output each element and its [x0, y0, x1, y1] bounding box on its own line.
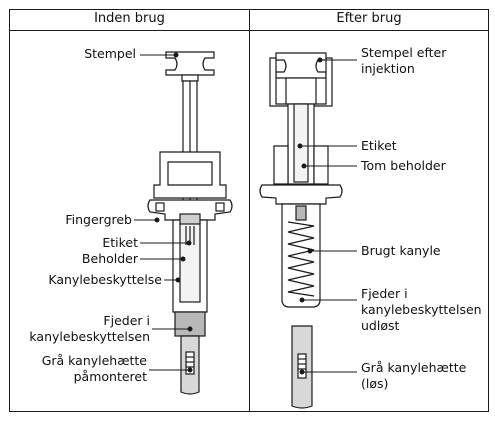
label-cap-attached: Grå kanylehætte påmonteret — [41, 353, 147, 384]
label-needle-guard: Kanylebeskyttelse — [48, 272, 162, 287]
syringe-after-use — [259, 52, 343, 409]
spring-released — [287, 221, 315, 297]
plunger-head — [165, 51, 215, 76]
header-before-use: Inden brug — [94, 11, 165, 26]
plunger-head-after — [275, 52, 327, 79]
stopper — [179, 213, 201, 225]
finger-grip — [147, 199, 233, 221]
right-leaders — [297, 57, 357, 375]
label-etiket-left: Etiket — [102, 235, 138, 250]
label-spring-released: Fjeder i kanylebeskyttelsen udløst — [361, 286, 482, 333]
label-used-needle: Brugt kanyle — [361, 243, 441, 258]
label-cap-loose: Grå kanylehætte (løs) — [361, 360, 467, 391]
spring-grey — [174, 311, 206, 337]
label-barrel: Beholder — [81, 251, 138, 266]
label-plunger-after: Stempel efter injektion — [361, 45, 447, 76]
finger-grip-after — [259, 184, 343, 205]
header-after-use: Efter brug — [336, 11, 402, 26]
label-plunger: Stempel — [84, 46, 136, 61]
label-finger-grip: Fingergreb — [65, 212, 132, 227]
left-leaders — [134, 52, 193, 373]
syringe-before-use — [147, 51, 233, 395]
label-etiket-right: Etiket — [361, 138, 397, 153]
plunger-rod-top — [181, 74, 199, 82]
label-empty-barrel: Tom beholder — [361, 158, 446, 173]
label-spring: Fjeder i kanylebeskyttelsen — [29, 313, 150, 344]
